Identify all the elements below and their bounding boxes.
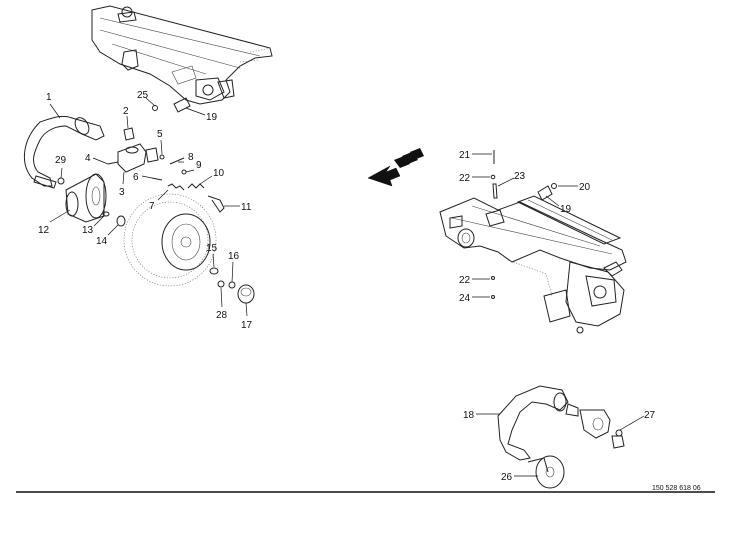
callout-21: 21 [459,150,471,161]
part-29-ring [57,177,65,185]
callout-25: 25 [137,90,149,101]
part-22-ball-bottom [491,276,495,280]
part-5-ball [159,154,165,160]
chassis-frame-top-left [91,5,273,105]
callout-17: 17 [241,320,253,331]
part-9-ball [181,169,187,175]
callout-29: 29 [55,155,67,166]
callout-10: 10 [213,168,225,179]
callout-4: 4 [85,153,91,164]
part-27-ring [615,429,623,437]
part-2-clip [123,127,135,141]
part-16-nut [228,281,236,289]
part-19-bushing-left [173,97,191,113]
callout-20: 20 [579,182,591,193]
callout-22-bottom: 22 [459,275,471,286]
callout-23: 23 [514,171,526,182]
callout-9: 9 [196,160,202,171]
part-7-spring [167,183,185,191]
part-22-ball-top [490,174,496,180]
part-28-washer [217,280,225,288]
part-12-hub [65,173,107,223]
part-pivot-lower [579,409,625,449]
direction-arrow-icon [367,148,424,187]
callout-16: 16 [228,251,240,262]
part-11-lever [207,195,225,213]
part-26-disc [527,455,565,489]
callout-1: 1 [46,92,52,103]
callout-27: 27 [644,410,656,421]
callout-5: 5 [157,129,163,140]
callout-19: 19 [206,112,218,123]
wheel-tyre [123,193,217,287]
callout-12: 12 [38,225,50,236]
callout-8: 8 [188,152,194,163]
part-6-pin [151,177,163,181]
callout-3: 3 [119,187,125,198]
callout-18: 18 [463,410,475,421]
callout-24: 24 [459,293,471,304]
callout-22-top: 22 [459,173,471,184]
part-8-pin [169,157,185,165]
part-24-ball [491,295,495,299]
drawing-reference: 150 528 618 06 [652,485,701,492]
callout-28: 28 [216,310,228,321]
part-19-bushing-right [537,185,553,201]
part-13-washer [102,211,110,217]
leader-lines-lower [476,413,645,477]
callout-13: 13 [82,225,94,236]
chassis-frame-right [439,195,627,334]
part-10-spring [187,183,205,189]
callout-2: 2 [123,106,129,117]
part-25-nipple [152,105,158,111]
part-14-nut [116,215,126,227]
part-1-axle-arm [23,115,105,189]
callout-6: 6 [133,172,139,183]
callout-14: 14 [96,236,108,247]
part-3-pivot [117,143,159,173]
callout-11: 11 [241,202,252,213]
part-20-nipple [551,183,557,189]
callout-15: 15 [206,243,218,254]
part-17-cap [237,284,255,304]
part-4-pin [107,161,119,165]
callout-26: 26 [501,472,513,483]
callout-19-right: 19 [560,204,572,215]
callout-7: 7 [149,201,155,212]
part-23-pin [492,183,498,199]
part-15-washer [209,267,219,275]
part-18-arm [497,385,579,461]
leader-lines-left [49,97,248,317]
leader-lines-right [472,153,578,298]
